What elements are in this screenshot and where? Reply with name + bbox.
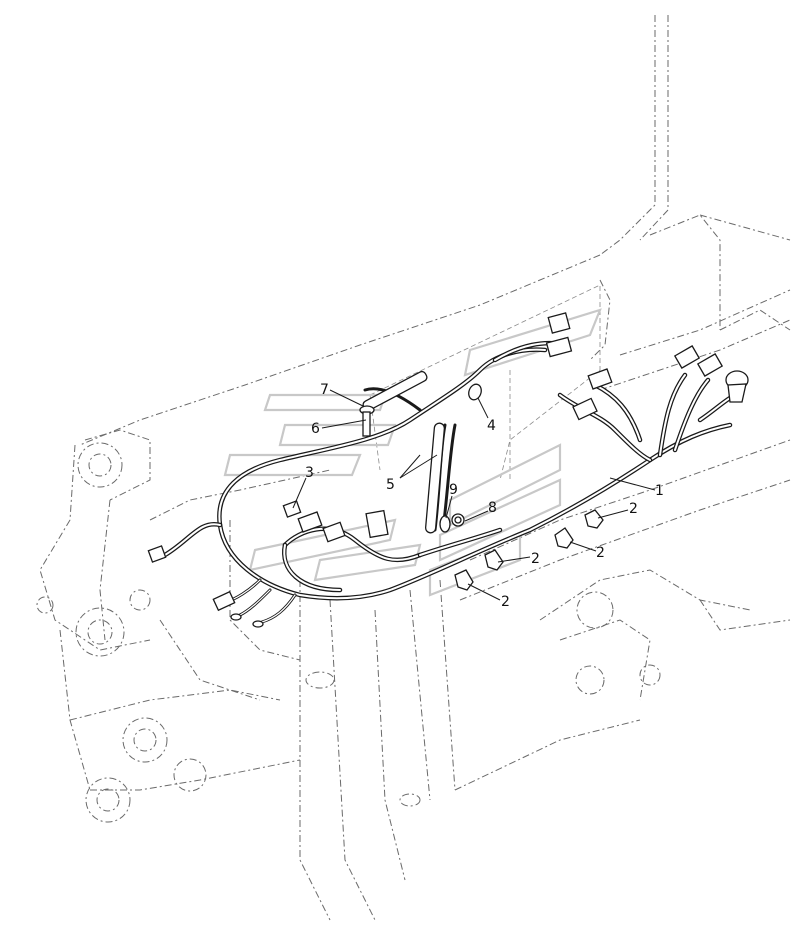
callout-1: 1 (655, 483, 664, 499)
leader-lines (292, 389, 656, 601)
callout-2c: 2 (531, 551, 540, 567)
callout-2b: 2 (596, 545, 605, 561)
harness-connectors (147, 312, 749, 628)
watermark (223, 308, 602, 597)
callout-2a: 2 (629, 501, 638, 517)
callout-9: 9 (449, 482, 458, 498)
callout-8: 8 (488, 500, 497, 516)
callout-7: 7 (320, 382, 329, 398)
chassis-frame (36, 15, 791, 921)
callout-2d: 2 (501, 594, 510, 610)
callout-4: 4 (487, 418, 496, 434)
wiring-harness (162, 340, 738, 624)
callout-6: 6 (311, 421, 320, 437)
callout-5: 5 (386, 477, 395, 493)
callout-3: 3 (305, 465, 314, 481)
callouts: 1 2 2 2 2 3 4 5 6 7 8 9 (305, 382, 664, 610)
harness-clips (454, 509, 604, 591)
